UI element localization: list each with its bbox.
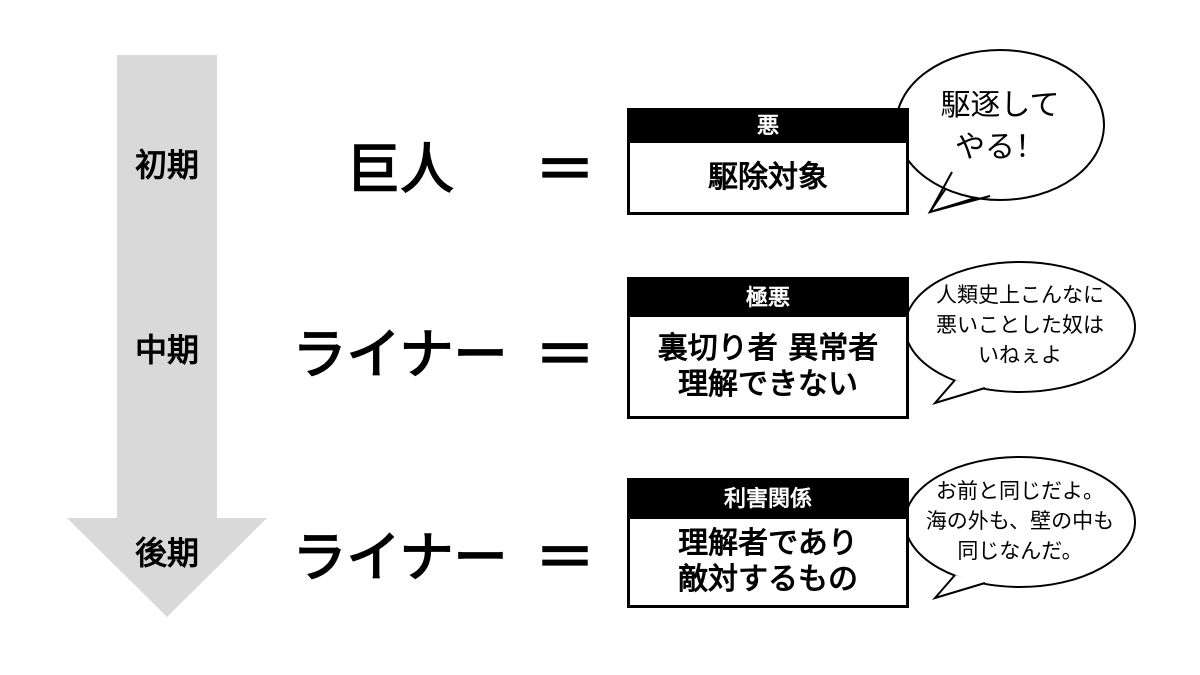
subject-reiner-middle: ライナー	[292, 323, 508, 386]
speech-bubble-3-shape	[904, 456, 1136, 600]
evaluation-body: 理解者であり 敵対するもの	[678, 526, 858, 597]
evaluation-body: 駆除対象	[708, 159, 828, 195]
speech-bubble-1-text: 駆逐して やる！	[940, 88, 1060, 165]
evaluation-header: 悪	[630, 111, 906, 143]
phase-label-late: 後期	[134, 534, 199, 572]
subject-reiner-late: ライナー	[292, 526, 508, 589]
evaluation-box-late: 利害関係 理解者であり 敵対するもの	[627, 478, 909, 608]
evaluation-header: 極悪	[630, 280, 906, 317]
speech-bubble-2-shape	[904, 261, 1136, 405]
phase-label-middle: 中期	[134, 331, 199, 369]
equals-sign: ＝	[535, 321, 595, 391]
equals-sign: ＝	[535, 136, 595, 206]
phase-label-early: 初期	[134, 146, 199, 184]
evaluation-box-middle: 極悪 裏切り者 異常者 理解できない	[627, 277, 909, 419]
evaluation-body: 裏切り者 異常者 理解できない	[657, 330, 879, 402]
evaluation-header: 利害関係	[630, 481, 906, 519]
speech-bubble-2-text: 人類史上こんなに 悪いことした奴は いねぇよ	[936, 283, 1104, 367]
timeline-arrow	[67, 55, 267, 617]
evaluation-box-early: 悪 駆除対象	[627, 108, 909, 215]
speech-bubble-3-text: お前と同じだよ。 海の外も、壁の中も 同じなんだ。	[925, 479, 1115, 563]
equals-sign: ＝	[535, 524, 595, 594]
subject-titan: 巨人	[346, 138, 454, 201]
